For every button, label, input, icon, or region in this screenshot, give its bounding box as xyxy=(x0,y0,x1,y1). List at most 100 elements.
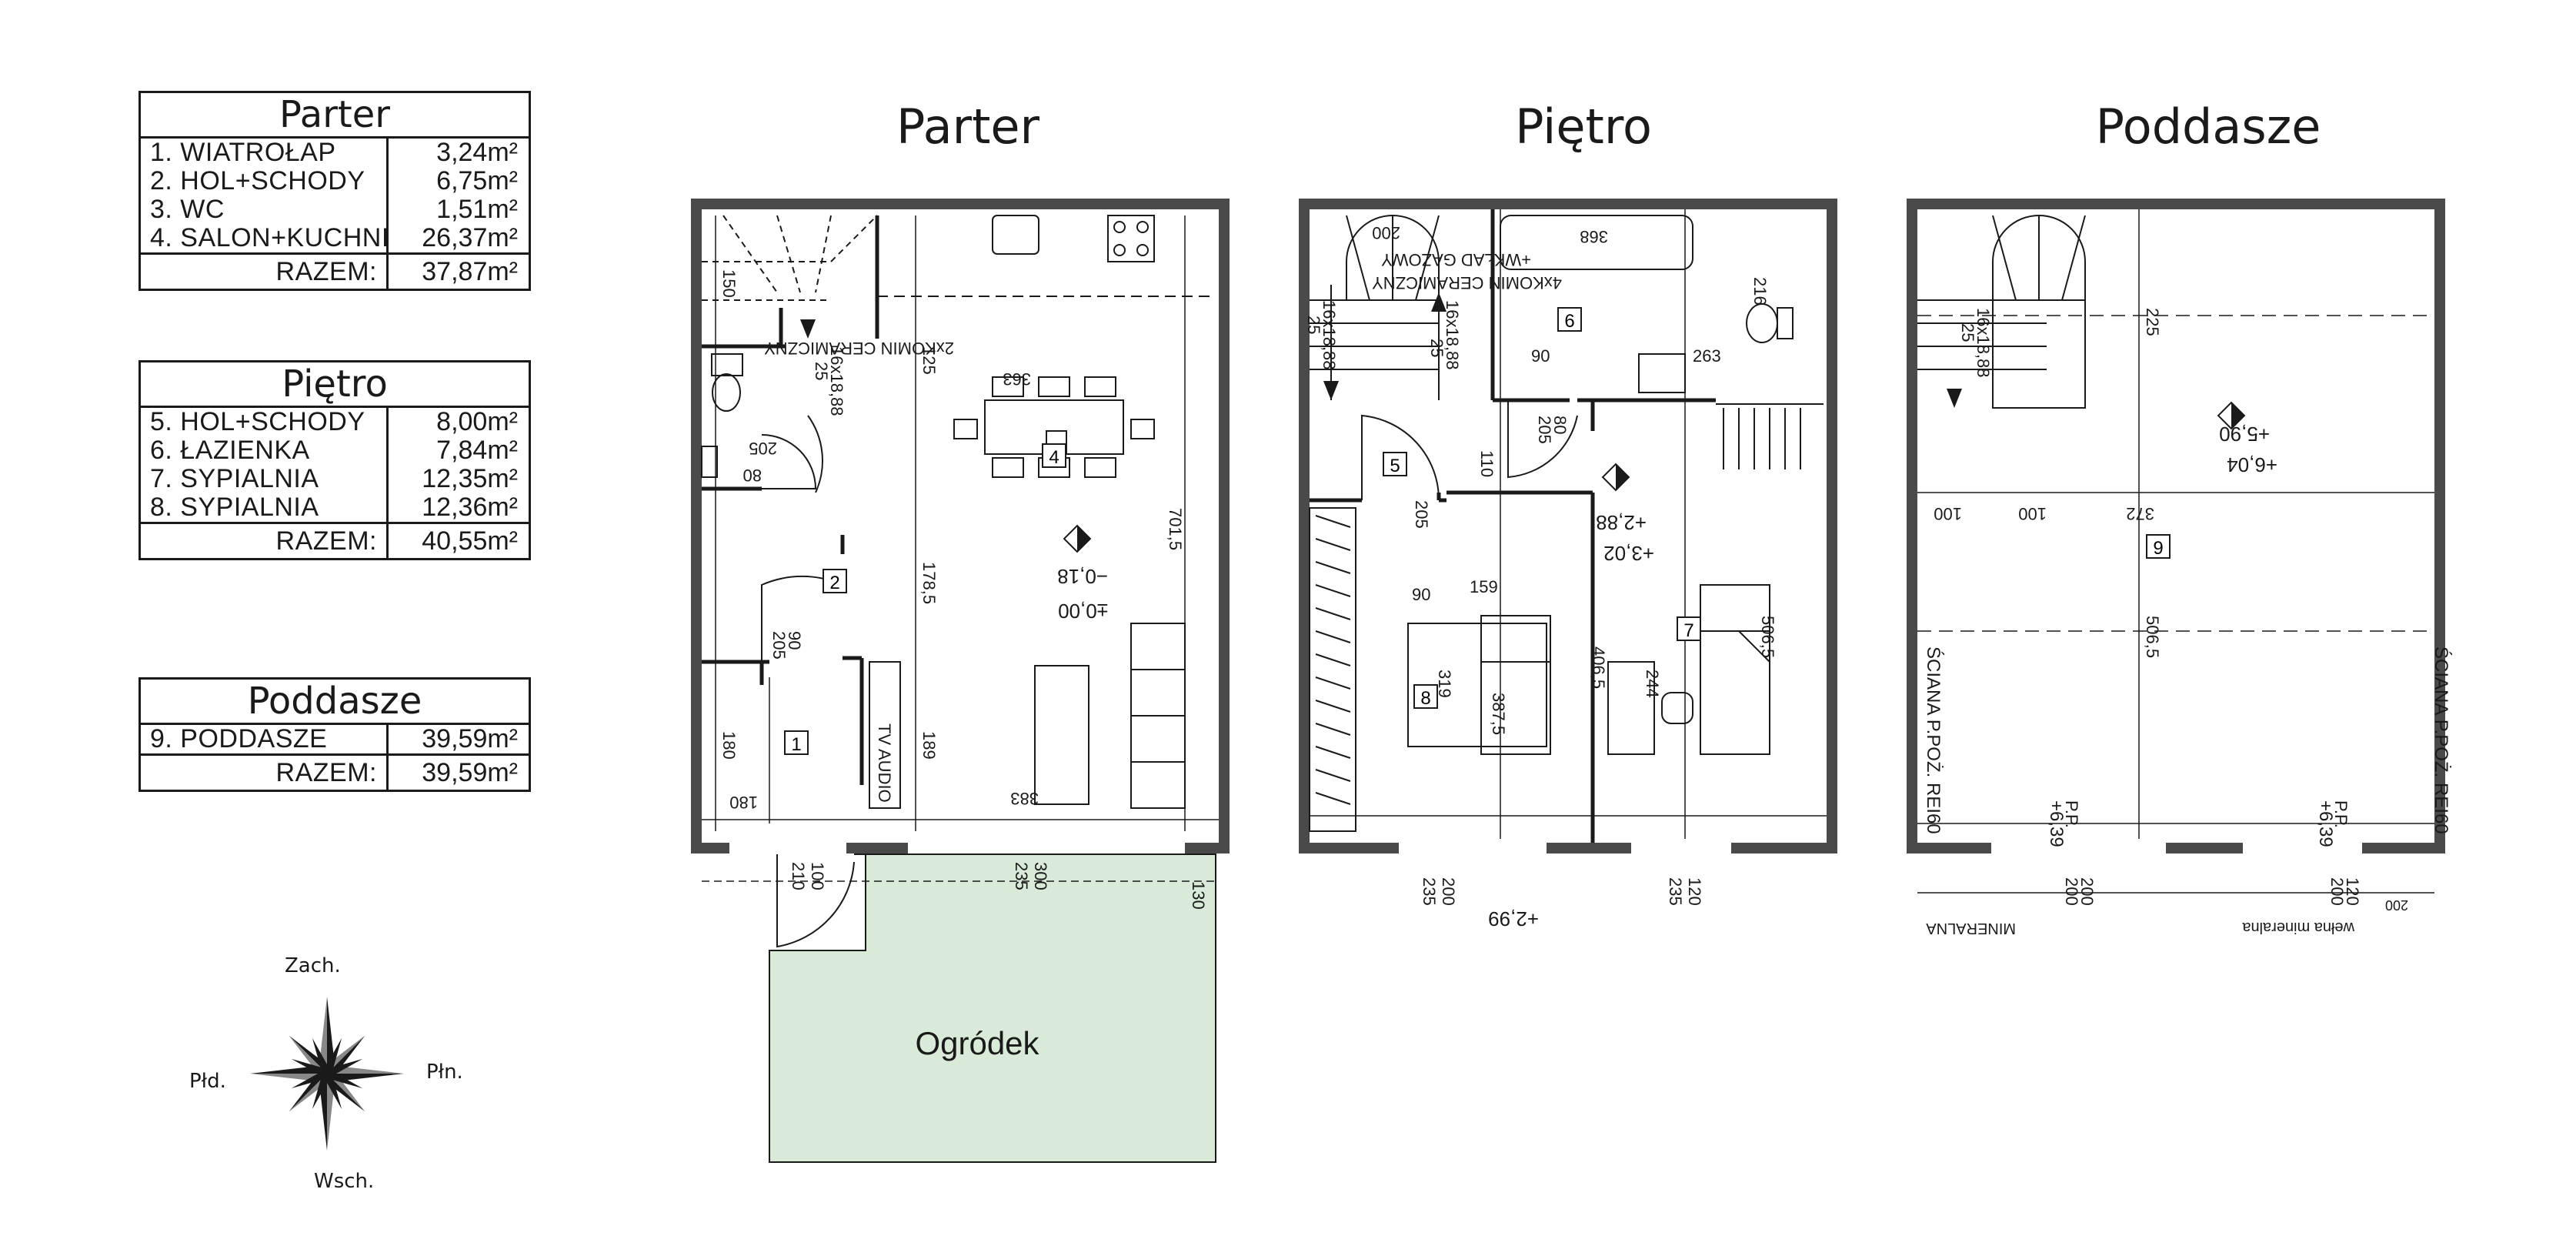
level-b: −0,18 xyxy=(1057,565,1108,588)
svg-text:200: 200 xyxy=(1439,877,1458,906)
garden-label: Ogródek xyxy=(915,1025,1039,1061)
svg-text:200: 200 xyxy=(1372,223,1400,242)
svg-text:90: 90 xyxy=(1412,585,1430,604)
mineral-label: MINERALNA xyxy=(1926,920,2016,937)
wool-label: wełna mineralna xyxy=(2241,919,2355,936)
walls xyxy=(1299,199,1837,853)
walls xyxy=(1907,199,2445,853)
floorplan-pietro: 5 6 7 8 4xKOMIN CERAMICZNY +WKŁAD GAZOWY… xyxy=(1299,199,1837,930)
compass-rose-icon xyxy=(250,997,404,1151)
svg-text:200: 200 xyxy=(2077,877,2097,906)
svg-text:100: 100 xyxy=(1934,504,1962,523)
svg-text:180: 180 xyxy=(719,731,739,760)
table-title: Parter xyxy=(141,93,529,139)
svg-text:100: 100 xyxy=(2018,504,2047,523)
svg-text:180: 180 xyxy=(729,793,758,812)
chimney-label: 4xKOMIN CERAMICZNY xyxy=(1372,273,1562,292)
level-a: +6,04 xyxy=(2227,453,2277,476)
room-number-4: 4 xyxy=(1049,447,1059,468)
svg-text:125: 125 xyxy=(919,346,939,375)
tv-label: TV AUDIO xyxy=(875,723,894,803)
room-number-5: 5 xyxy=(1390,456,1400,476)
level-c: +2,99 xyxy=(1488,907,1539,930)
stairs-label: 16x18,88 xyxy=(1443,300,1462,370)
room-number-6: 6 xyxy=(1564,311,1574,332)
svg-text:387,5: 387,5 xyxy=(1489,693,1508,735)
table-title: Piętro xyxy=(141,362,529,408)
level-a: +3,02 xyxy=(1603,542,1654,565)
svg-text:25: 25 xyxy=(1958,323,1977,342)
svg-text:120: 120 xyxy=(2343,877,2362,906)
svg-text:200: 200 xyxy=(2385,897,2408,913)
svg-text:200: 200 xyxy=(2327,877,2347,906)
svg-text:178,5: 178,5 xyxy=(919,562,939,604)
svg-text:235: 235 xyxy=(1420,877,1439,906)
compass-north-label: Zach. xyxy=(285,954,341,977)
svg-text:383: 383 xyxy=(1010,789,1039,808)
chimney-label: 2xKOMIN CERAMICZNY xyxy=(764,339,954,358)
svg-text:235: 235 xyxy=(1666,877,1685,906)
boiler-label: +WKŁAD GAZOWY xyxy=(1381,250,1531,269)
svg-text:235: 235 xyxy=(1012,862,1031,890)
floorplan-parter: Ogródek xyxy=(691,199,1230,1163)
room-number-1: 1 xyxy=(791,734,801,755)
svg-text:216: 216 xyxy=(1750,277,1770,306)
table-title: Poddasze xyxy=(141,680,529,725)
room-number-9: 9 xyxy=(2153,538,2163,559)
svg-text:120: 120 xyxy=(1685,877,1704,906)
fire-wall-label: ŚCIANA P.POŻ. REI60 xyxy=(1923,646,1944,834)
compass-west-label: Płd. xyxy=(189,1070,226,1093)
stairs-label: 16x18,88 xyxy=(1974,308,1993,378)
stairs-label: 16x18,88 xyxy=(827,346,846,416)
level-b: +2,88 xyxy=(1596,511,1647,534)
tread-label: 25 xyxy=(812,362,831,380)
svg-text:372: 372 xyxy=(2126,504,2154,523)
svg-text:506,5: 506,5 xyxy=(1758,616,1777,658)
garden-area xyxy=(769,853,1216,1163)
level-a: ±0,00 xyxy=(1058,600,1108,623)
svg-text:701,5: 701,5 xyxy=(1166,508,1185,550)
svg-text:205: 205 xyxy=(1412,500,1431,529)
table-total-row: RAZEM:37,87m² xyxy=(141,252,529,289)
table-total-row: RAZEM:40,55m² xyxy=(141,522,529,558)
table-total-row: RAZEM:39,59m² xyxy=(141,753,529,790)
stairs-label: 16x18,88 xyxy=(1320,300,1339,370)
svg-text:506,5: 506,5 xyxy=(2143,616,2162,658)
svg-text:205: 205 xyxy=(1535,416,1554,444)
pp-label: P.P. xyxy=(2331,800,2351,828)
svg-text:225: 225 xyxy=(2143,308,2162,336)
svg-text:244: 244 xyxy=(1643,670,1662,698)
svg-text:363: 363 xyxy=(1003,369,1031,389)
room-number-8: 8 xyxy=(1420,688,1430,709)
svg-text:100: 100 xyxy=(808,862,827,890)
svg-text:150: 150 xyxy=(719,269,739,298)
walls xyxy=(691,199,1230,853)
room-number-7: 7 xyxy=(1683,620,1693,641)
svg-text:159: 159 xyxy=(1470,577,1498,596)
svg-text:80: 80 xyxy=(1550,416,1570,434)
svg-text:319: 319 xyxy=(1435,670,1454,698)
svg-text:189: 189 xyxy=(919,731,939,760)
svg-text:406,5: 406,5 xyxy=(1589,646,1608,689)
compass-south-label: Wsch. xyxy=(314,1170,375,1193)
floorplan-poddasze: 9 16x18,88 25 +6,04 +5,90 +6,39 +6,39 P.… xyxy=(1907,199,2452,937)
pp-label: P.P. xyxy=(2062,800,2081,828)
level-c: +6,39 xyxy=(2315,800,2336,847)
svg-text:205: 205 xyxy=(769,631,789,660)
svg-text:90: 90 xyxy=(785,631,804,650)
floorplan-title-poddasze: Poddasze xyxy=(2095,99,2321,155)
svg-text:80: 80 xyxy=(743,466,762,485)
svg-text:200: 200 xyxy=(2062,877,2081,906)
room-number-2: 2 xyxy=(829,573,839,593)
svg-text:263: 263 xyxy=(1693,346,1721,366)
